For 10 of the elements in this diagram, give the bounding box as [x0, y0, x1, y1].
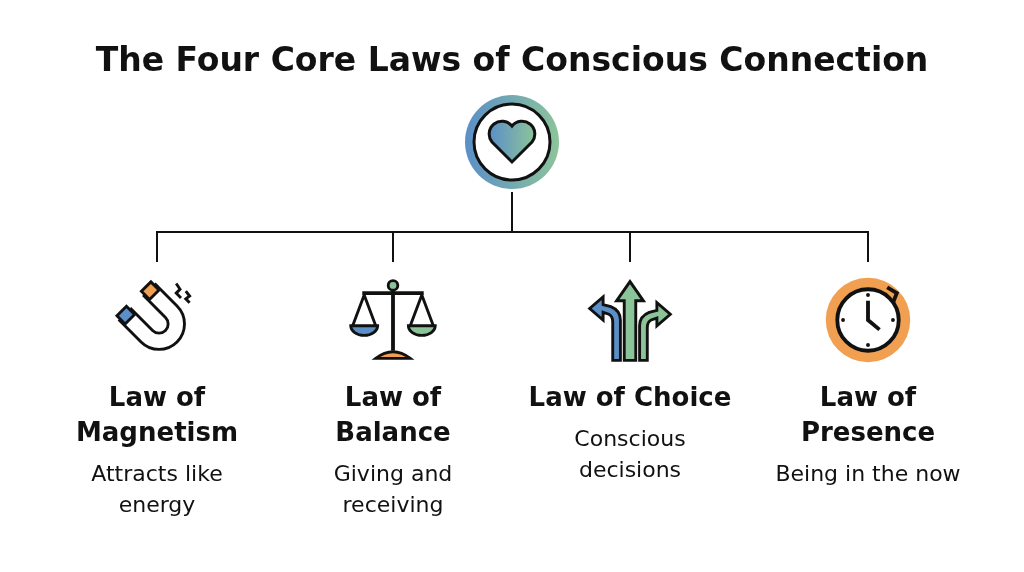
law-description: Giving and receiving	[332, 460, 454, 519]
law-heading: Law of Magnetism	[74, 381, 240, 449]
connector-line	[511, 191, 869, 263]
title: The Four Core Laws of Conscious Connection	[94, 40, 930, 79]
law-description: Attracts like energy	[90, 460, 224, 519]
law-heading: Law of Choice	[527, 381, 733, 414]
law-description: Conscious decisions	[573, 425, 687, 484]
law-heading: Law of Presence	[799, 381, 937, 449]
law-heading: Law of Balance	[334, 381, 452, 449]
law-description: Being in the now	[774, 460, 962, 488]
